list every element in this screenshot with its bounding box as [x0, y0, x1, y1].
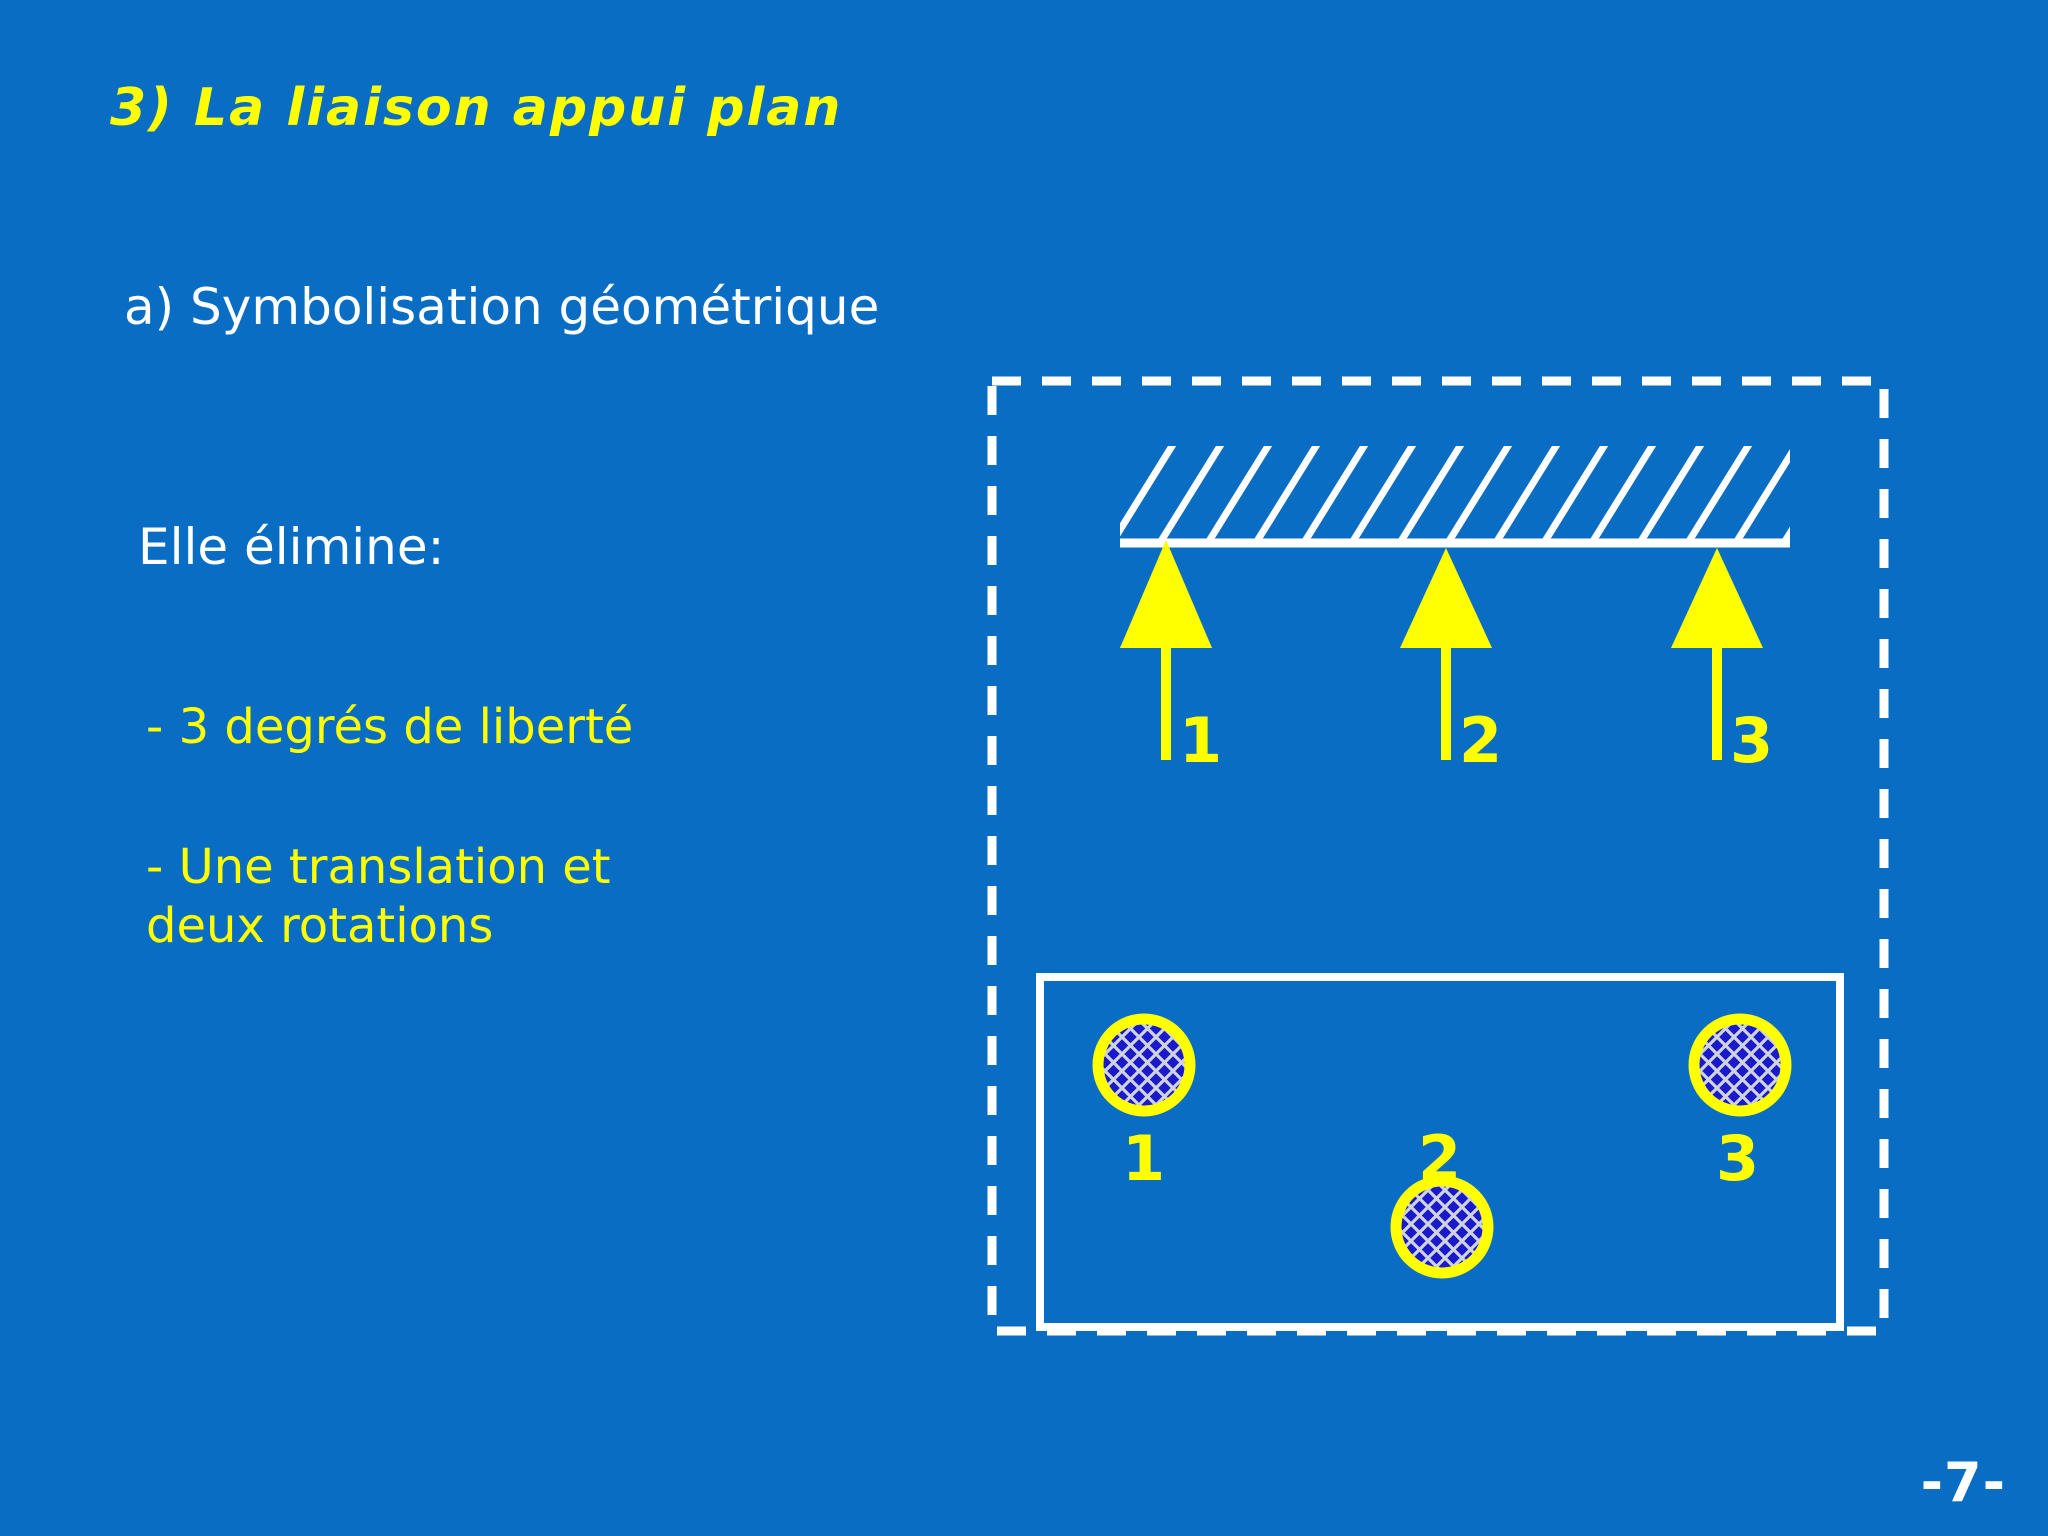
contact-arrow-2: [1400, 548, 1492, 760]
arrow-label-2: 2: [1459, 704, 1502, 777]
bullet-item-1: - 3 degrés de liberté: [146, 699, 634, 755]
contact-arrow-3: [1671, 548, 1763, 760]
pad-label-2: 2: [1418, 1122, 1461, 1195]
section-subtitle: a) Symbolisation géométrique: [124, 278, 880, 336]
contact-pad-3: [1688, 1013, 1792, 1117]
plate-rectangle: [1036, 973, 1844, 1331]
dashed-frame: [987, 376, 1889, 1336]
contact-arrow-1: [1120, 540, 1212, 760]
bullet-item-2: - Une translation et deux rotations: [146, 839, 611, 954]
ground-hatching: [1120, 446, 1790, 546]
body-lead-text: Elle élimine:: [138, 518, 445, 576]
arrow-label-1: 1: [1179, 704, 1222, 777]
page-title: 3) La liaison appui plan: [110, 78, 843, 138]
page-number: -7-: [1920, 1451, 2006, 1514]
contact-pad-2: [1390, 1175, 1494, 1279]
contact-pad-1: [1092, 1013, 1196, 1117]
pad-label-1: 1: [1122, 1122, 1165, 1195]
arrow-label-3: 3: [1730, 704, 1773, 777]
pad-label-3: 3: [1716, 1122, 1759, 1195]
